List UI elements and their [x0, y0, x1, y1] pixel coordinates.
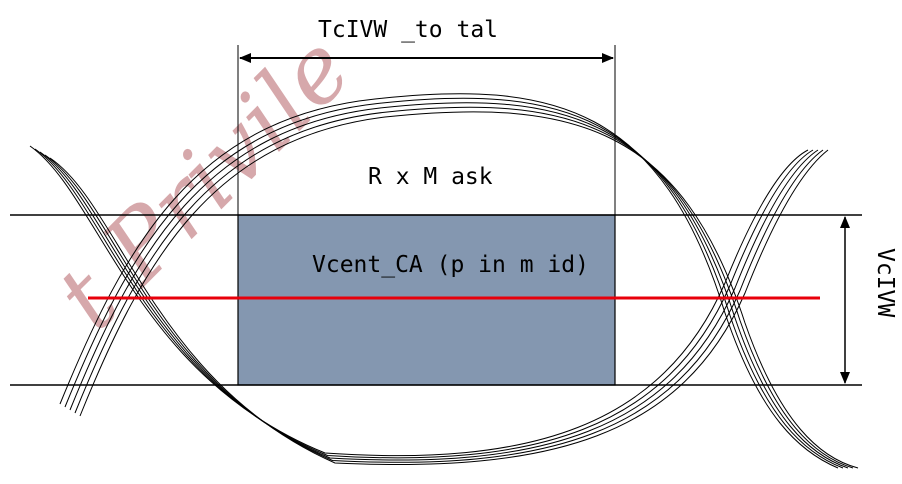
- lower-trace: [29, 145, 809, 457]
- lower-trace: [44, 149, 824, 463]
- vcent-label: Vcent_CA (p in m id): [312, 252, 589, 278]
- upper-trace: [79, 111, 859, 469]
- vcivw-label: VcIVW: [872, 248, 898, 317]
- tcivw-total-label: TcIVW _to tal: [318, 17, 498, 43]
- lower-trace: [34, 148, 814, 459]
- rx-mask-label: R x M ask: [368, 164, 493, 190]
- rx-mask-box: [237, 214, 616, 386]
- upper-trace: [64, 97, 844, 469]
- lower-trace: [49, 149, 829, 466]
- upper-trace: [69, 102, 849, 469]
- lower-trace: [39, 149, 819, 461]
- upper-trace: [74, 106, 854, 469]
- upper-trace: [59, 93, 839, 469]
- eye-traces: [29, 93, 859, 469]
